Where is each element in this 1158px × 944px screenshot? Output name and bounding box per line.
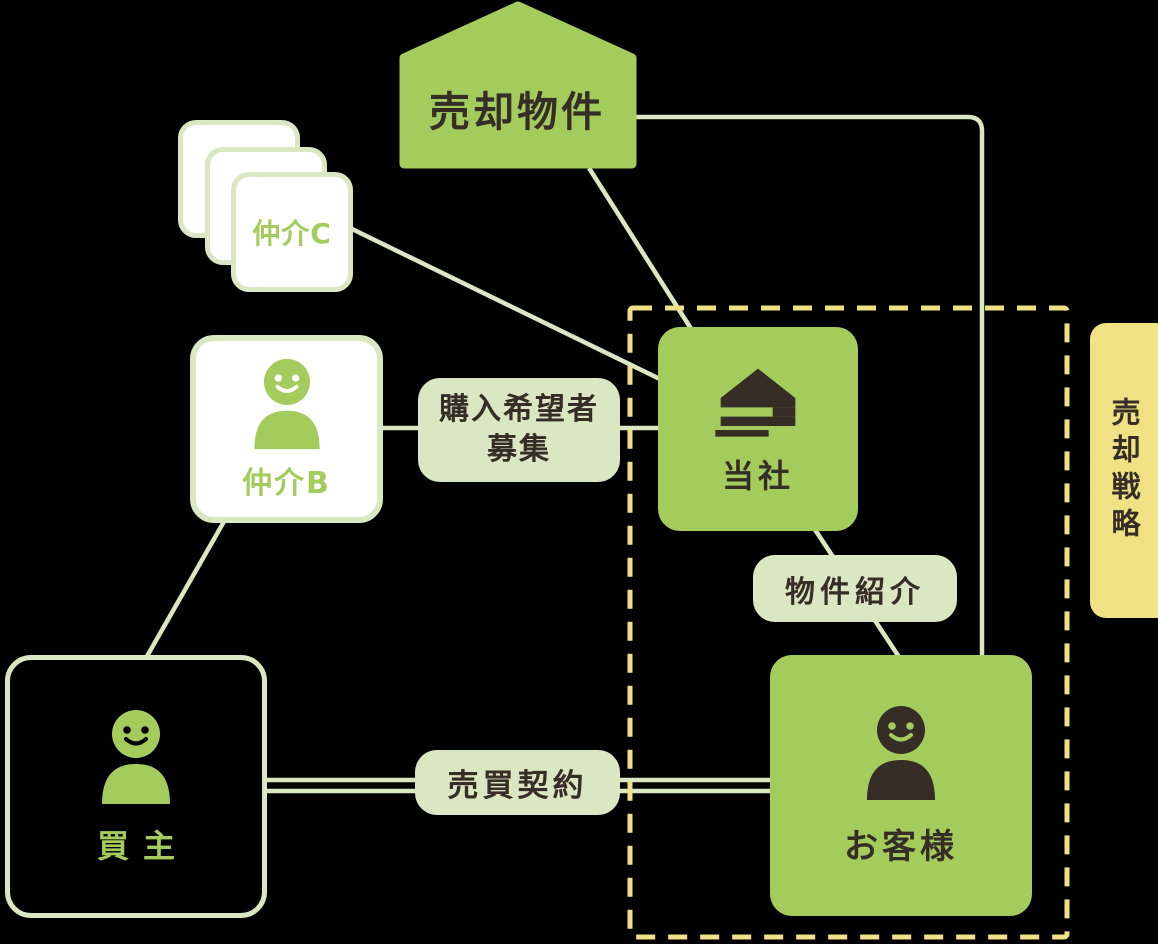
recruit-label-line1: 購入希望者 — [439, 391, 599, 427]
broker-c-card: 仲介C — [231, 172, 353, 292]
sales-contract-label: 売買契約 — [415, 750, 620, 815]
broker-b-person-icon — [253, 358, 320, 450]
broker-b-label: 仲介B — [242, 466, 331, 501]
strategy-tab-label: 売却戦略 — [1107, 396, 1141, 545]
house-shape-path — [399, 1, 637, 169]
recruit-buyers-label: 購入希望者 募集 — [418, 378, 620, 482]
intro-label-text: 物件紹介 — [785, 574, 925, 610]
connector-property-to-customer — [633, 114, 985, 658]
strategy-dashed-border — [627, 305, 1070, 940]
customer-person-icon — [867, 706, 935, 800]
strategy-tab: 売却戦略 — [1090, 323, 1158, 618]
contract-label-text: 売買契約 — [447, 768, 588, 804]
property-introduction-label: 物件紹介 — [753, 555, 957, 622]
company-house-logo-icon — [715, 368, 796, 437]
recruit-label-line2: 募集 — [487, 432, 551, 467]
company-node: 当社 — [658, 327, 858, 531]
property-label: 売却物件 — [429, 88, 605, 136]
customer-node: お客様 — [770, 655, 1032, 916]
broker-b-card: 仲介B — [190, 335, 383, 523]
house-pentagon-shape — [399, 1, 637, 169]
property-node: 売却物件 — [392, 0, 642, 178]
connector-brokerb-to-buyer — [144, 516, 228, 660]
buyer-person-icon — [102, 709, 170, 804]
buyer-label: 買主 — [96, 826, 189, 865]
customer-label: お客様 — [844, 827, 958, 867]
buyer-node: 買主 — [5, 655, 267, 918]
connector-brokerc-to-company — [349, 225, 667, 385]
company-label: 当社 — [721, 457, 794, 495]
broker-c-label: 仲介C — [252, 217, 332, 250]
